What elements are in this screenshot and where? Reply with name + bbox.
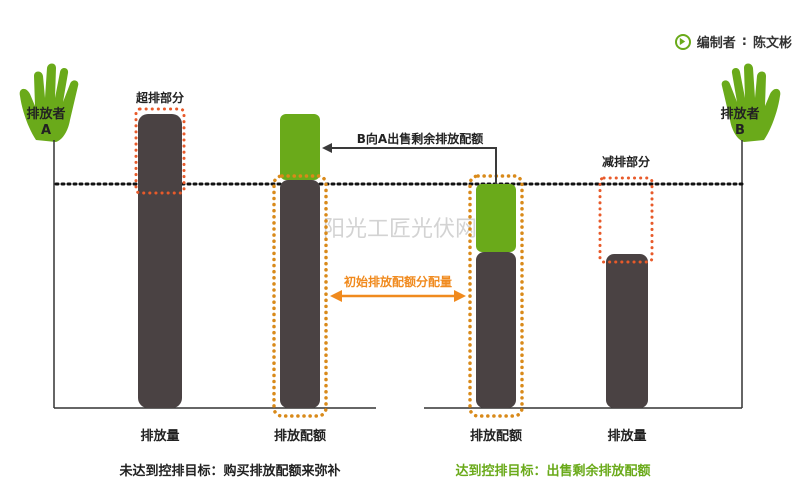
author-credit: 编制者: 陈文彬 — [674, 32, 792, 51]
hand-a-icon — [19, 63, 79, 142]
bar-label-quota-a: 排放配额 — [274, 428, 326, 444]
author-name: 陈文彬 — [752, 36, 792, 51]
reduced-box — [598, 176, 654, 264]
bar-label-emission-a: 排放量 — [140, 428, 179, 444]
bar-quota-b-surplus — [476, 184, 516, 252]
bar-label-emission-b: 排放量 — [607, 428, 646, 444]
initial-quota-label: 初始排放配额分配量 — [344, 274, 452, 289]
hand-a-label: 排放者 — [26, 106, 65, 122]
excess-box — [134, 107, 186, 195]
hand-a-letter: A — [41, 123, 51, 138]
quota-a-box — [272, 174, 328, 418]
bar-quota-b — [476, 252, 516, 408]
arrow-left-icon — [330, 290, 342, 302]
watermark: 阳光工匠光伏网 — [323, 217, 477, 242]
caption-right: 达到控排目标：出售剩余排放配额 — [455, 463, 650, 479]
caption-left: 未达到控排目标：购买排放配额来弥补 — [118, 463, 340, 479]
reduced-label: 减排部分 — [602, 154, 650, 169]
hand-b-icon — [721, 63, 781, 142]
play-arrow-icon — [674, 33, 691, 50]
bar-quota-a-purchased — [280, 114, 320, 180]
sell-arrow-line — [328, 147, 497, 184]
author-label: 编制者 — [696, 36, 736, 51]
bar-quota-a — [280, 180, 320, 408]
bar-emission-b — [606, 254, 648, 408]
hand-b-label: 排放者 — [720, 106, 759, 122]
bar-emission-a — [138, 114, 182, 408]
bar-label-quota-b: 排放配额 — [470, 428, 522, 444]
excess-label: 超排部分 — [135, 90, 184, 105]
sell-arrow-label: B向A出售剩余排放配额 — [357, 131, 483, 146]
sell-arrowhead-icon — [322, 143, 332, 153]
hand-b-letter: B — [735, 123, 745, 138]
arrow-right-icon — [454, 290, 466, 302]
